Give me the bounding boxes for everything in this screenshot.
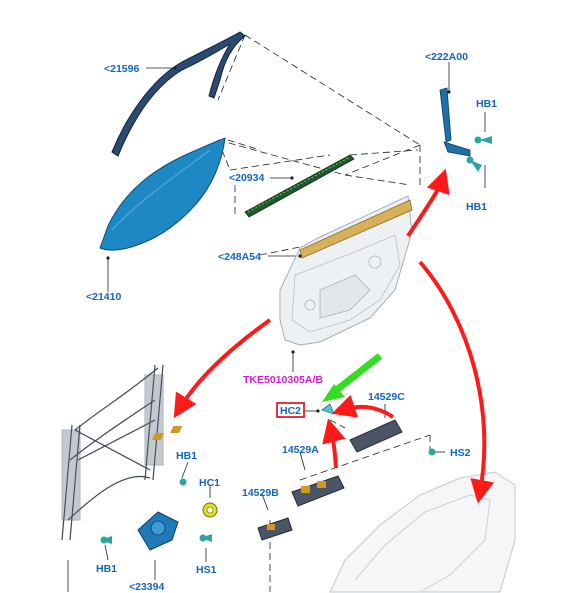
callout-14529B: 14529B — [242, 487, 279, 499]
rear-run-channel-222A00 — [439, 87, 471, 157]
window-regulator — [61, 364, 164, 541]
leader-lines — [67, 62, 486, 592]
clip-icon — [321, 403, 335, 415]
callout-hb1-lower-left: HB1 — [96, 563, 117, 575]
door-inner-panel-248A54 — [279, 195, 413, 346]
callout-hs2: HS2 — [450, 447, 471, 459]
bolt-icon — [428, 448, 436, 456]
bolt-icon — [474, 136, 492, 144]
glass-run-channel-21596 — [111, 31, 246, 157]
arrow-icon — [173, 168, 494, 504]
bolt-icon — [466, 156, 482, 172]
callout-20934: <20934 — [229, 172, 264, 184]
callout-hb1-regulator: HB1 — [176, 450, 197, 462]
callout-23394: <23394 — [129, 581, 164, 593]
bolt-icon — [100, 536, 112, 544]
bolt-icon — [199, 534, 212, 542]
green-pointer-arrow — [322, 353, 383, 402]
callout-14529A: 14529A — [282, 444, 319, 456]
callout-21410: <21410 — [86, 291, 121, 303]
switch-14529C — [151, 419, 403, 453]
leader-end-dots — [106, 66, 451, 413]
switch-14529B — [257, 517, 293, 541]
clip-icon — [202, 502, 218, 518]
callout-248A54: <248A54 — [218, 251, 261, 263]
callout-hb1-right: HB1 — [466, 201, 487, 213]
switch-14529A — [291, 475, 345, 507]
callout-hc2: HC2 — [280, 405, 301, 417]
callout-hs1: HS1 — [196, 564, 217, 576]
belt-weatherstrip-20934 — [244, 154, 355, 218]
hc2-highlight-box — [276, 402, 305, 418]
callout-hb1-upper: HB1 — [476, 98, 497, 110]
callout-14529C: 14529C — [368, 391, 405, 403]
motor-icon — [137, 511, 179, 551]
callout-labels: <21596 <222A00 HB1 HB1 <20934 <248A54 <2… — [86, 51, 497, 593]
callout-hc1: HC1 — [199, 477, 220, 489]
door-glass-21410 — [99, 137, 226, 251]
bolt-icon — [179, 478, 187, 486]
callout-21596: <21596 — [104, 63, 139, 75]
trim-panel-icon — [329, 471, 516, 593]
callout-222A00: <222A00 — [425, 51, 468, 63]
callout-tke: TKE5010305A/B — [243, 374, 323, 386]
